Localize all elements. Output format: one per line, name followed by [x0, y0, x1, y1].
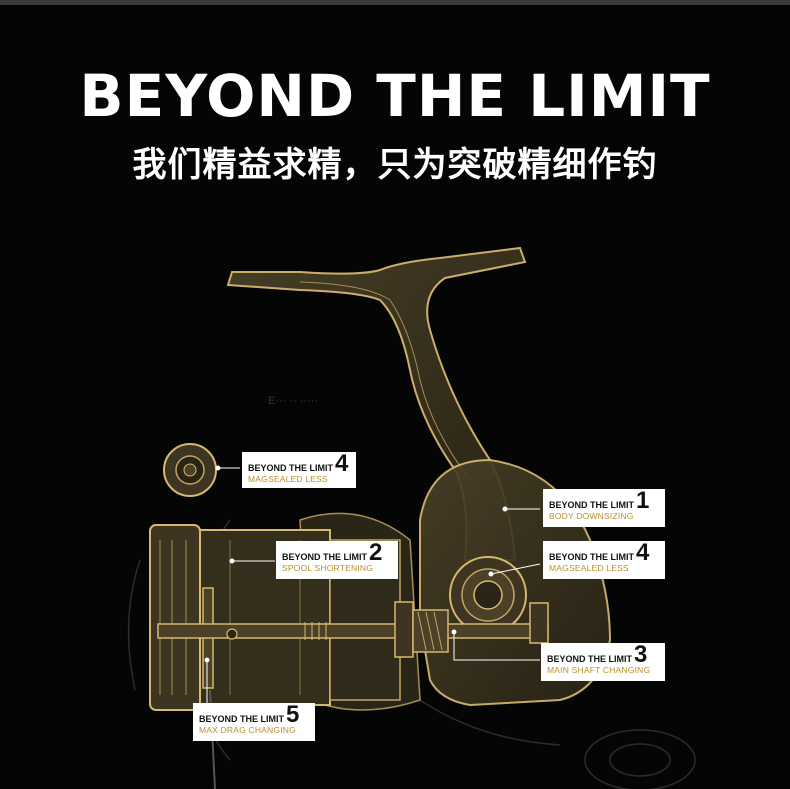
svg-text:E··· ·· ·····: E··· ·· ····· [268, 395, 318, 407]
callout-4-right: BEYOND THE LIMIT 4 MAGSEALED LESS [543, 541, 665, 579]
callout-number: 4 [636, 539, 650, 566]
callout-5: BEYOND THE LIMIT 5 MAX DRAG CHANGING [193, 703, 315, 741]
callout-number: 5 [286, 701, 300, 728]
callout-feature: MAX DRAG CHANGING [199, 725, 296, 735]
callout-feature: MAIN SHAFT CHANGING [547, 665, 651, 675]
callout-feature: SPOOL SHORTENING [282, 563, 374, 573]
page-title: BEYOND THE LIMIT [79, 62, 711, 130]
callout-feature: BODY DOWNSIZING [549, 511, 634, 521]
callout-3: BEYOND THE LIMIT 3 MAIN SHAFT CHANGING [541, 643, 665, 681]
callout-feature: MAGSEALED LESS [549, 563, 629, 573]
callout-number: 4 [335, 450, 349, 477]
top-bar [0, 0, 790, 5]
main-shaft [157, 623, 549, 639]
page-subtitle: 我们精益求精，只为突破精细作钓 [132, 145, 658, 185]
callout-1: BEYOND THE LIMIT 1 BODY DOWNSIZING [543, 489, 665, 527]
callout-2: BEYOND THE LIMIT 2 SPOOL SHORTENING [276, 541, 398, 579]
callout-number: 3 [634, 641, 648, 668]
callout-feature: MAGSEALED LESS [248, 474, 328, 484]
callout-number: 1 [636, 487, 650, 514]
callout-number: 2 [369, 539, 383, 566]
callout-4-left: BEYOND THE LIMIT 4 MAGSEALED LESS [242, 452, 356, 488]
